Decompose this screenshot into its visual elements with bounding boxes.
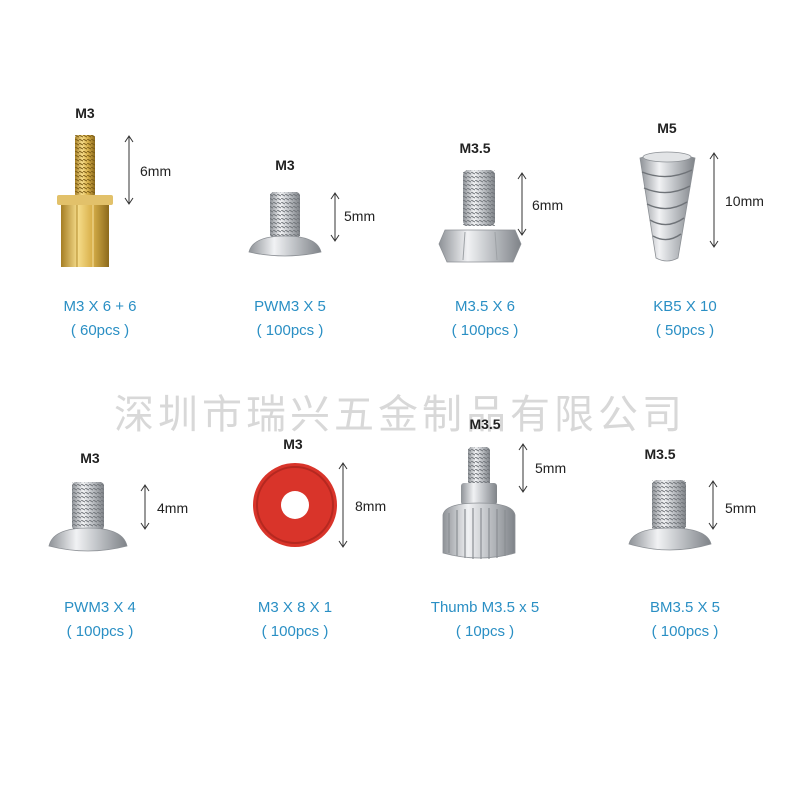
button-head-screw-icon [628,480,712,551]
product-quantity: ( 50pcs ) [655,322,715,339]
product-cell-thumb-m35x5: M3.5 5mm Thumb M3.5 x 5 ( 10pcs ) [385,416,585,770]
product-cell-m35x6: M3.5 6mm M3.5 X 6 ( 100pcs ) [385,0,585,339]
product-name: M3 X 8 X 1 [257,599,333,616]
product-quantity: ( 10pcs ) [455,623,515,640]
thread-size-label: M3 [75,105,95,121]
thread-size-label: M3.5 [644,446,676,462]
dimension-label: 6mm [532,197,564,213]
dimension-label: 5mm [344,208,376,224]
dimension-arrow [517,172,527,236]
product-quantity: ( 100pcs ) [261,623,329,640]
dimension-arrow [124,135,134,205]
dimension-arrow [140,484,150,530]
product-name: M3 X 6 + 6 [63,298,137,315]
product-cell-brass-standoff: M3 6mm M3 X 6 + 6 ( 60pcs ) [0,0,200,339]
thumb-screw-icon [442,447,516,559]
pan-head-screw-icon [248,192,322,257]
dimension-label: 5mm [535,460,567,476]
dimension-label: 10mm [725,193,764,209]
brass-standoff-icon [57,135,113,267]
thread-size-label: M5 [657,120,677,136]
dimension-label: 5mm [725,500,757,516]
product-name: KB5 X 10 [653,298,717,315]
product-quantity: ( 100pcs ) [451,322,519,339]
product-quantity: ( 100pcs ) [66,623,134,640]
pan-head-screw-icon [48,482,128,552]
product-name: PWM3 X 4 [64,599,136,616]
dimension-arrow [708,480,718,530]
product-name: PWM3 X 5 [254,298,326,315]
thread-size-label: M3 [80,450,100,466]
hex-flange-screw-icon [438,170,522,263]
dimension-arrow [330,192,340,242]
red-washer-icon [253,463,337,547]
dimension-arrow [338,462,348,548]
product-cell-kb5x10: M5 10mm KB5 X 10 ( 50pcs ) [585,0,785,339]
product-name: M3.5 X 6 [454,298,516,315]
watermark-text: 深圳市瑞兴五金制品有限公司 [114,392,686,438]
product-quantity: ( 100pcs ) [651,623,719,640]
product-cell-bm35x5: M3.5 5mm BM3.5 X 5 ( 100pcs ) [585,440,785,770]
thread-size-label: M3 [275,157,295,173]
dimension-label: 4mm [157,500,189,516]
fan-screw-icon [639,151,696,262]
dimension-label: 6mm [140,163,172,179]
thread-size-label: M3.5 [469,416,501,432]
dimension-arrow [709,152,719,248]
product-cell-pwm3x5: M3 5mm PWM3 X 5 ( 100pcs ) [190,0,390,339]
product-quantity: ( 100pcs ) [256,322,324,339]
dimension-arrow [518,443,528,493]
thread-size-label: M3.5 [459,140,491,156]
product-cell-m3x8x1: M3 8mm M3 X 8 X 1 ( 100pcs ) [195,436,395,770]
product-name: Thumb M3.5 x 5 [430,599,540,616]
product-name: BM3.5 X 5 [649,599,721,616]
dimension-label: 8mm [355,498,387,514]
product-cell-pwm3x4: M3 4mm PWM3 X 4 ( 100pcs ) [0,440,200,770]
product-quantity: ( 60pcs ) [70,322,130,339]
thread-size-label: M3 [283,436,303,452]
